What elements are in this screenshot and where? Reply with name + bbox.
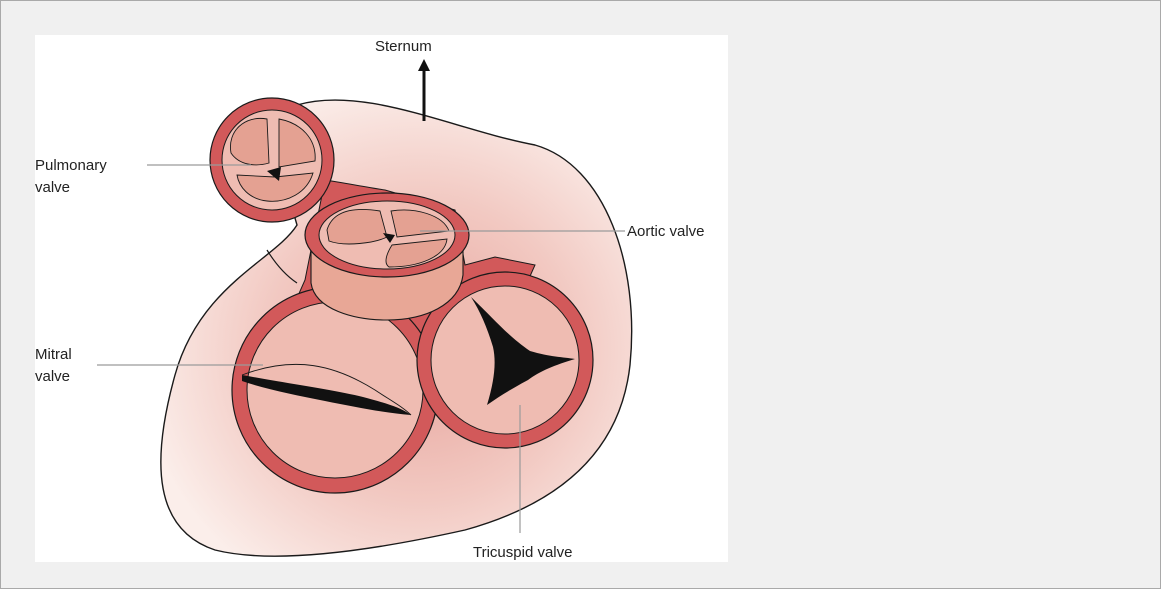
aortic-label: Aortic valve [627, 223, 705, 240]
sternum-label: Sternum [375, 38, 432, 55]
mitral-label-line1: Mitral [35, 346, 72, 363]
aortic-valve [305, 193, 469, 320]
pulmonary-valve [210, 98, 334, 222]
mitral-label-line2: valve [35, 368, 70, 385]
heart-valves-diagram: Sternum Pulmonary valve Aortic valve Mit… [35, 35, 728, 562]
sternum-arrow [418, 59, 430, 121]
tricuspid-label: Tricuspid valve [473, 544, 572, 561]
pulmonary-label-line2: valve [35, 179, 70, 196]
pulmonary-label-line1: Pulmonary [35, 157, 107, 174]
heart-valves-figure: Sternum Pulmonary valve Aortic valve Mit… [35, 35, 728, 562]
